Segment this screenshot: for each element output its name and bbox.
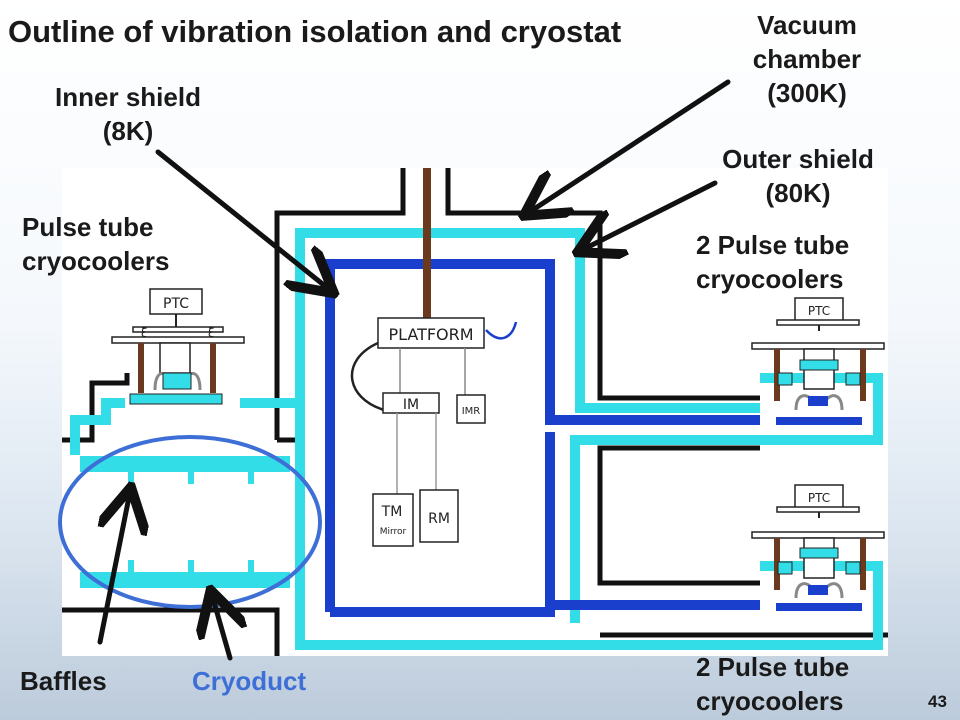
tm-label: TM [381, 504, 403, 520]
pulse-tube-right-top-label: 2 Pulse tube cryocoolers [696, 230, 850, 294]
svg-text:PTC: PTC [808, 491, 830, 505]
svg-text:ξ: ξ [208, 326, 215, 340]
outer-shield [70, 228, 883, 650]
baffles-label: Baffles [20, 666, 107, 696]
inner-shield [325, 259, 760, 617]
svg-text:PTC: PTC [808, 304, 830, 318]
cryocooler-right-bottom: PTC [751, 484, 885, 611]
tm-sub-label: Mirror [380, 527, 407, 537]
rm-label: RM [428, 511, 450, 527]
svg-text:ξ: ξ [141, 326, 148, 340]
cryocooler-left: PTC ξ ξ [111, 288, 245, 405]
cryoduct-label: Cryoduct [192, 666, 307, 696]
page-title: Outline of vibration isolation and cryos… [8, 14, 622, 49]
vacuum-chamber-label: Vacuum chamber (300K) [752, 10, 862, 108]
pulse-tube-right-bottom-label: 2 Pulse tube cryocoolers [696, 652, 850, 716]
baffle-top [80, 456, 290, 472]
pulse-tube-left-label: Pulse tube cryocoolers [22, 212, 170, 276]
rm-box [419, 489, 459, 543]
suspension-chain: PLATFORM IM IMR TM Mirror RM [350, 317, 518, 547]
platform-box [377, 317, 485, 349]
tm-box [372, 493, 414, 547]
imr-box [456, 394, 486, 424]
platform-label: PLATFORM [388, 325, 473, 344]
cryoduct-ellipse [58, 435, 322, 609]
im-box [382, 392, 440, 414]
svg-text:PTC: PTC [163, 296, 189, 312]
pointer-arrows [97, 79, 731, 661]
cryocooler-right-top: PTC [751, 297, 885, 425]
slide-number: 43 [928, 692, 947, 711]
inner-shield-label: Inner shield (8K) [55, 82, 201, 146]
imr-label: IMR [462, 406, 481, 417]
suspension-rod [423, 168, 431, 318]
outer-shield-label: Outer shield (80K) [722, 144, 874, 208]
im-label: IM [403, 397, 419, 413]
